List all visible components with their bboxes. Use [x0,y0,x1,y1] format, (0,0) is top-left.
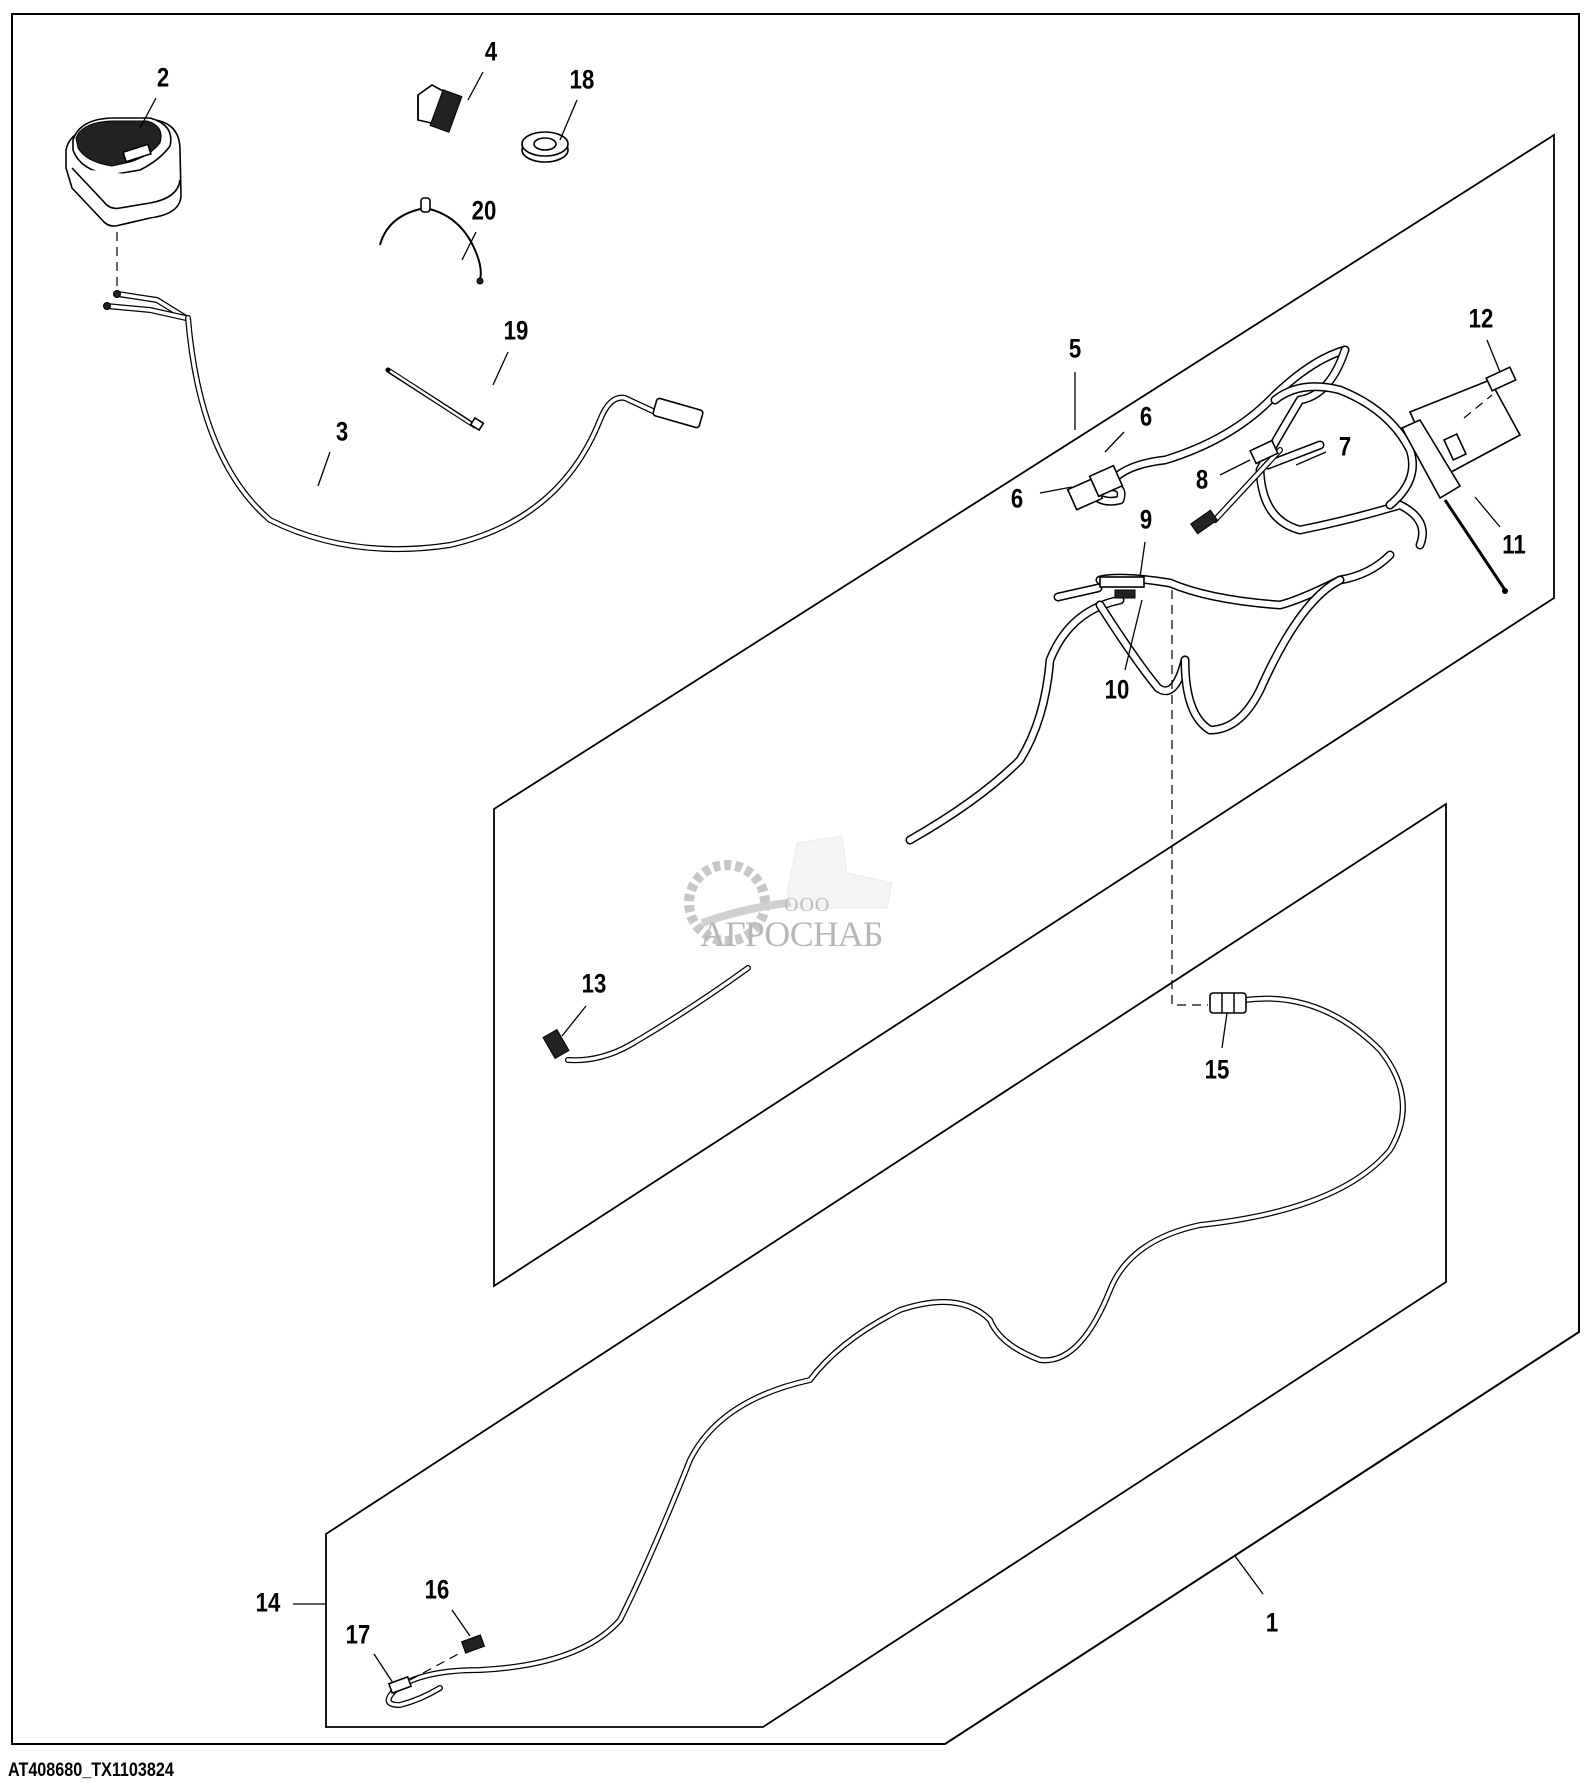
leader-9 [1139,541,1146,578]
outer-frame [11,13,1580,1745]
callout-14: 14 [255,1587,281,1618]
watermark-name: АГРОСНАБ [700,914,883,954]
leader-13 [561,1005,587,1037]
dash-9-15 [1171,590,1208,1006]
watermark-prefix: ООО [784,894,831,916]
leader-18 [559,99,578,141]
leader-10 [1124,599,1143,671]
leader-12 [1486,339,1501,373]
callout-1: 1 [1265,1607,1279,1638]
callout-7: 7 [1338,431,1352,462]
module-plug-icon [1485,366,1517,392]
extension-harness-icon [385,992,1406,1709]
callout-5: 5 [1068,333,1082,364]
pedal-harness-icon [103,290,704,553]
callout-16: 16 [424,1574,450,1605]
main-harness-icon [542,345,1522,1064]
leader-11 [1474,496,1501,528]
watermark-logo: ООО АГРОСНАБ [672,828,922,958]
callout-19: 19 [503,315,529,346]
callout-6-lower: 6 [1010,483,1024,514]
cable-tie-icon [385,367,485,432]
callout-2: 2 [156,62,170,93]
leader-4 [467,71,484,101]
dash-12 [1463,394,1493,419]
panel-extension-harness [325,802,1447,1728]
callout-3: 3 [335,416,349,447]
callout-6-upper: 6 [1139,401,1153,432]
leader-8 [1219,459,1251,476]
leader-2 [139,97,157,129]
leader-19 [492,351,509,386]
callout-10: 10 [1104,674,1130,705]
callout-18: 18 [569,64,595,95]
callout-20: 20 [471,195,497,226]
callout-13: 13 [581,968,607,999]
leader-16 [451,1609,471,1637]
callout-17: 17 [345,1619,371,1650]
leader-6a [1104,431,1125,453]
figure-id-label: AT408680_TX1103824 [8,1760,174,1781]
gear-icon [684,835,893,946]
callout-15: 15 [1204,1054,1230,1085]
leader-6b [1039,486,1073,494]
leader-17 [373,1653,394,1684]
push-mount-tie-icon [379,197,484,285]
dash-16-17 [409,1651,463,1681]
callout-8: 8 [1195,464,1209,495]
leader-1 [1234,1555,1264,1595]
leader-20 [461,231,477,261]
callout-4: 4 [484,36,498,67]
callout-9: 9 [1139,504,1153,535]
foot-pedal-icon [65,117,182,227]
leader-3 [317,451,331,487]
panel-main-harness [493,133,1555,1288]
connector-icon [417,84,463,133]
leader-7 [1295,451,1327,466]
leader-15 [1221,1012,1228,1049]
grommet-icon [521,131,569,163]
callout-11: 11 [1502,529,1526,560]
callout-12: 12 [1468,303,1494,334]
